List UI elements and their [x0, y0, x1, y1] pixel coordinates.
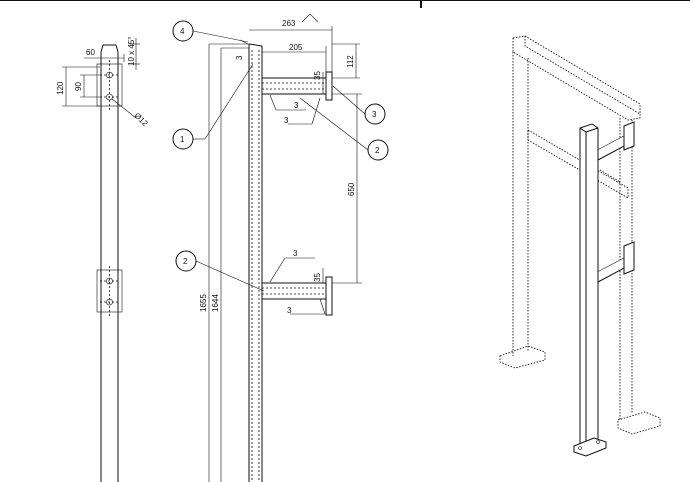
dim-width-label: 60 — [86, 48, 95, 57]
front-view: 60 10 x 45° 120 90 Ø12 — [56, 37, 150, 482]
callout-4-label: 4 — [180, 27, 185, 36]
callout-3-label: 3 — [372, 110, 377, 119]
bracket-bottom — [261, 282, 327, 300]
dim-overall-width-label: 263 — [282, 19, 296, 28]
dim-hole-height-label: 120 — [56, 81, 65, 95]
isometric-view — [499, 35, 661, 457]
iso-base-plate — [573, 437, 607, 457]
dim-total-height-label: 1655 — [199, 294, 208, 312]
weld-size-label: 3 — [293, 249, 298, 258]
dim-bracket-spacing-label: 650 — [347, 182, 356, 196]
dim-post-height-label: 1644 — [211, 294, 220, 312]
dim-bracket-height-top-label: 35 — [313, 71, 322, 80]
dim-bracket-height-bottom-label: 35 — [313, 273, 322, 282]
callout-1-label: 1 — [180, 135, 185, 144]
bracket-bottom-plate — [325, 276, 333, 316]
dim-hole-spacing-label: 90 — [74, 82, 83, 91]
iso-post — [579, 123, 599, 451]
dim-chamfer-label: 10 x 45° — [127, 37, 136, 66]
dim-top-to-bracket-label: 112 — [346, 55, 355, 68]
dim-bracket-length-label: 205 — [289, 43, 303, 52]
callout-2-label: 2 — [375, 146, 380, 155]
side-view: 263 205 3 112 35 650 35 1655 1644 — [172, 13, 389, 482]
bracket-top-plate — [325, 71, 333, 101]
callout-2-bottom-label: 2 — [183, 257, 188, 266]
dim-top-offset-label: 3 — [235, 55, 244, 60]
weld-size-label: 3 — [287, 306, 292, 315]
weld-size-label: 3 — [294, 101, 299, 110]
sheet-border-mark — [420, 0, 422, 8]
dim-hole-diameter-label: Ø12 — [133, 111, 150, 128]
weld-size-label: 3 — [284, 116, 289, 125]
